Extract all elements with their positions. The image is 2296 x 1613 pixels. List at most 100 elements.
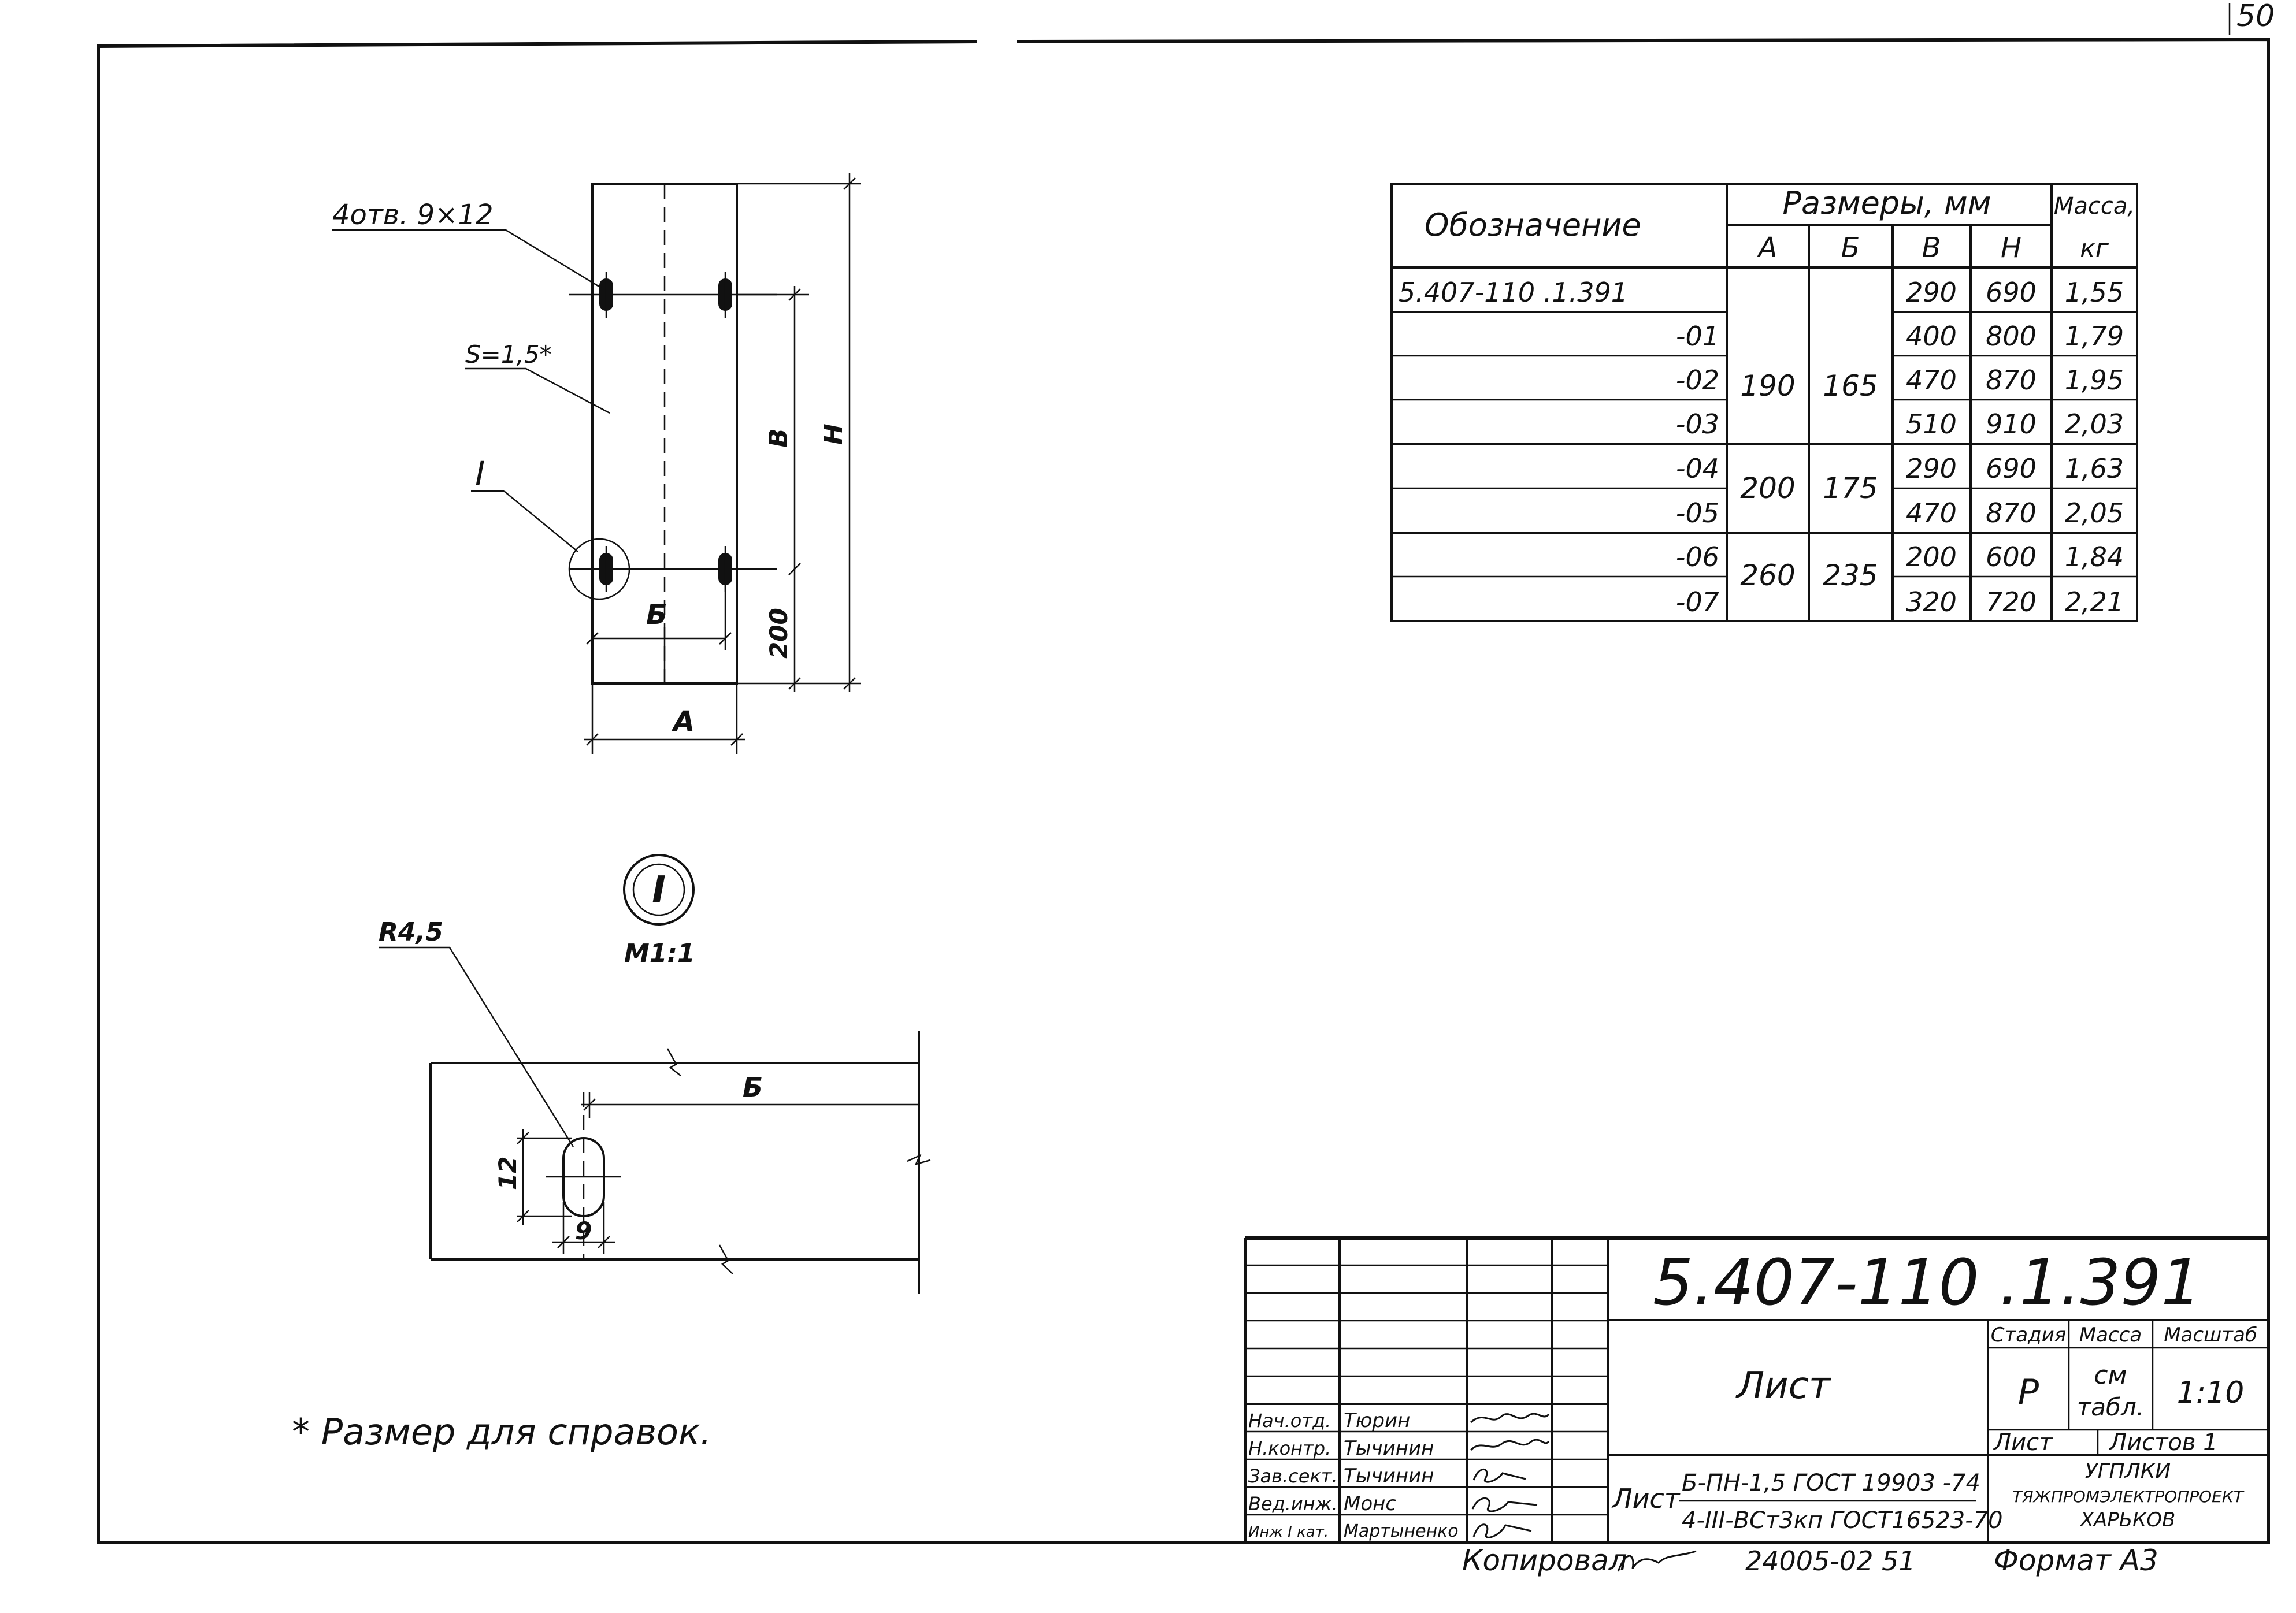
spec-row-v: 470 [1906,497,1957,529]
sheet-label: Лист [1993,1429,2053,1456]
spec-header-designation: Обозначение [1425,207,1641,243]
material-bottom: 4-III-ВСт3кп ГОСТ16523-70 [1682,1507,2003,1534]
reference-note: * Размер для справок. [292,1411,711,1453]
copier-signature [1617,1550,1697,1572]
staff-name: Тычинин [1344,1465,1434,1488]
spec-row-designation: -02 [1676,365,1719,396]
org-line3: ХАРЬКОВ [2079,1508,2176,1532]
mass-value-line1: см [2094,1361,2127,1390]
page-number-text: 50 [2236,0,2275,34]
material-prefix: Лист [1611,1483,1681,1514]
detail-scale-label: М1:1 [624,939,695,968]
detail-ref-label: I [475,454,485,493]
spec-row-designation: -05 [1676,497,1719,529]
spec-row-h: 720 [1986,586,2037,618]
spec-header-col-a: А [1757,232,1778,264]
spec-row-v: 290 [1906,453,1957,484]
dim-h-label: Н [819,423,848,445]
staff-role: Н.контр. [1248,1437,1331,1459]
sheets-label: Листов 1 [2108,1429,2218,1456]
spec-row-h: 600 [1986,541,2037,573]
spec-row-h: 690 [1986,277,2037,308]
copied-label: Копировал [1462,1544,1627,1577]
spec-row-mass: 1,55 [2065,277,2124,308]
spec-row-designation: -03 [1676,408,1719,440]
spec-header-col-h: Н [2001,232,2021,264]
mass-label: Масса [2079,1324,2142,1347]
scale-label: Масштаб [2164,1324,2257,1347]
org-line2: ТЯЖПРОМЭЛЕКТРОПРОЕКТ [2012,1487,2245,1506]
detail-circle-label: I [652,869,666,912]
sheet-frame [97,37,2270,1544]
spec-row-mass: 2,03 [2065,408,2124,440]
staff-role: Нач.отд. [1248,1410,1331,1432]
spec-header-col-b: Б [1841,232,1860,264]
dim-200-label: 200 [765,608,793,659]
detail-circle-outer [623,854,695,926]
staff-name: Мартыненко [1344,1521,1459,1541]
dim-b-label: Б [646,599,667,631]
spec-row-designation: -01 [1676,321,1719,352]
spec-row-h: 870 [1986,365,2037,396]
stage-label: Стадия [1991,1324,2066,1347]
dim-a-label: А [671,705,695,738]
staff-role: Зав.сект. [1248,1465,1338,1487]
page-number: 50 [2228,0,2275,35]
spec-row-mass: 1,79 [2065,321,2124,352]
stage-value: Р [2018,1372,2039,1413]
spec-row-designation: -07 [1676,586,1719,618]
signature-3 [1472,1468,1526,1483]
spec-group-a: 200 [1740,471,1795,505]
spec-header-sizes: Размеры, мм [1782,185,1991,221]
spec-group-b: 175 [1823,471,1878,505]
spec-row-h: 870 [1986,497,2037,529]
detail-radius-label: R4,5 [379,917,443,947]
doc-number: 5.407-110 .1.391 [1653,1246,2201,1320]
spec-row-mass: 2,05 [2065,497,2124,529]
dim-v-label: В [764,428,793,448]
spec-row-v: 200 [1906,541,1957,573]
spec-row-mass: 1,95 [2065,365,2124,396]
spec-row-v: 470 [1906,365,1957,396]
signature-2 [1470,1439,1550,1451]
staff-name: Тычинин [1344,1437,1434,1460]
spec-row-h: 690 [1986,453,2037,484]
detail-view: I М1:1 Б 12 9 [379,854,931,1294]
footer: Копировал 24005-02 51 Формат А3 [1462,1544,2158,1577]
signature-1 [1470,1413,1550,1424]
detail-dim-9: 9 [575,1217,592,1245]
signature-5 [1472,1523,1532,1538]
spec-row-designation: -04 [1676,453,1719,484]
thickness-label: S=1,5* [465,340,552,369]
spec-row-designation: -06 [1676,541,1719,573]
spec-row-h: 800 [1986,321,2037,352]
staff-name: Тюрин [1344,1409,1410,1432]
spec-row-v: 510 [1906,408,1957,440]
title-block: 5.407-110 .1.391 Лист Стадия Масса Масшт… [1244,1236,2268,1543]
spec-row-mass: 1,63 [2065,453,2124,484]
item-name: Лист [1735,1365,1831,1407]
spec-header-col-v: В [1922,232,1941,264]
spec-row-designation: 5.407-110 .1.391 [1399,277,1628,308]
material-top: Б-ПН-1,5 ГОСТ 19903 -74 [1682,1470,1980,1496]
spec-group-a: 190 [1740,369,1795,403]
spec-group-a: 260 [1740,559,1795,592]
staff-role: Инж I кат. [1248,1523,1329,1541]
signature-4 [1471,1497,1538,1512]
detail-ref-circle [568,538,630,600]
spec-table: Обозначение Размеры, мм Масса, кг А Б В … [1390,183,2138,622]
scale-value: 1:10 [2177,1376,2245,1410]
spec-header-mass-unit: кг [2080,234,2109,263]
spec-row-h: 910 [1986,408,2037,440]
staff-name: Монс [1344,1492,1396,1515]
detail-dim-12: 12 [494,1157,522,1190]
format-label: Формат А3 [1994,1544,2158,1577]
detail-dim-b: Б [743,1072,763,1103]
staff-role: Вед.инж. [1248,1493,1338,1515]
part-drawing: 4отв. 9×12 S=1,5* I Б А В 200 [332,173,861,754]
spec-row-mass: 2,21 [2065,586,2124,618]
spec-row-v: 320 [1906,586,1957,618]
spec-header-mass: Масса, [2054,193,2135,220]
spec-row-mass: 1,84 [2065,541,2124,573]
